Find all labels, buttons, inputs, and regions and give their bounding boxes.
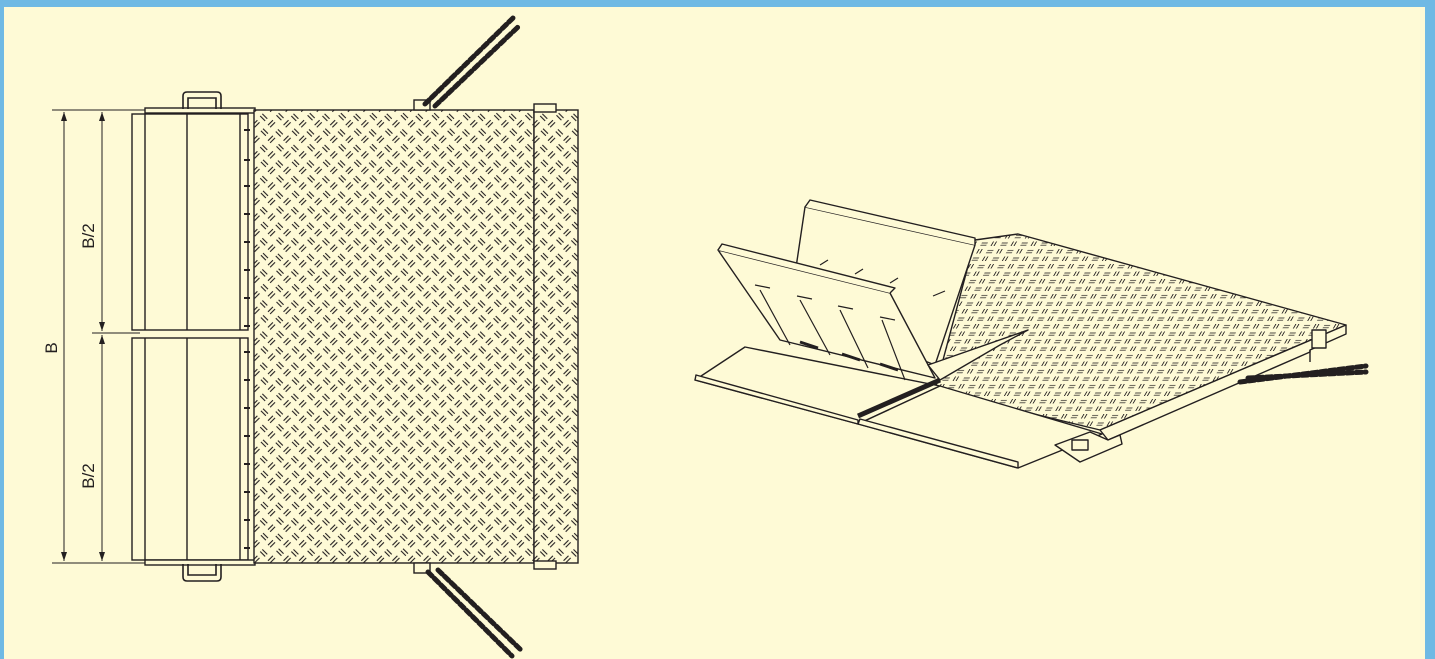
chain-bottom (425, 567, 524, 659)
iso-chain (1237, 363, 1369, 385)
end-lip (533, 109, 579, 564)
handle-bottom (182, 564, 222, 582)
iso-tread-plate (934, 233, 1347, 431)
top-view (52, 15, 579, 659)
iso-flap-hinges (799, 340, 899, 372)
dimension-lines (52, 109, 148, 564)
dimension-label-b-half-lower: B/2 (79, 463, 98, 489)
tread-plate (253, 109, 535, 564)
isometric-view (694, 199, 1369, 469)
iso-flap-ribs (754, 284, 906, 381)
flap-panel-lower (131, 337, 249, 561)
flap-panel-upper (131, 113, 249, 331)
dimension-label-b-half-upper: B/2 (79, 223, 98, 249)
chain-top (422, 15, 522, 109)
dimension-label-b: B (42, 342, 61, 353)
handle-top (182, 91, 222, 109)
hinge-ticks (244, 129, 250, 549)
